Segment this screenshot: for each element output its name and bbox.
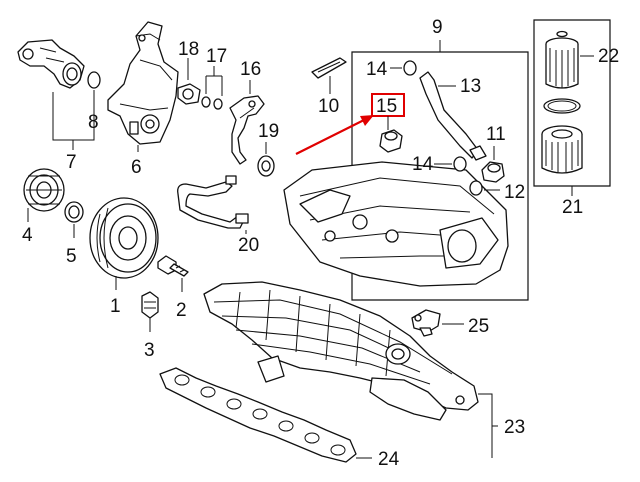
- crankshaft-pulley-part-1: [89, 197, 159, 279]
- leader-23: [478, 393, 498, 458]
- idler-pulley-part-4: [23, 168, 65, 212]
- callout-16: 16: [240, 59, 261, 80]
- callout-18: 18: [178, 39, 199, 60]
- callout-7: 7: [66, 152, 77, 173]
- callout-2: 2: [176, 300, 187, 321]
- bolt-part-3: [141, 291, 159, 319]
- drain-plug-part-15: [379, 129, 403, 153]
- hose-part-20: [177, 175, 249, 229]
- o-ring-17b: [213, 98, 223, 110]
- oil-pan-part: [283, 161, 509, 287]
- intake-manifold-part-23: [203, 281, 479, 421]
- callout-3: 3: [144, 340, 155, 361]
- sensor-part-25: [411, 309, 441, 337]
- pcv-tube-part-13: [419, 71, 487, 161]
- callout-15: 15: [376, 96, 397, 117]
- callout-20: 20: [238, 235, 259, 256]
- callout-13: 13: [460, 76, 481, 97]
- o-ring-17a: [201, 96, 211, 108]
- highlight-arrow: [295, 117, 369, 155]
- water-outlet-part: [17, 39, 85, 89]
- highlight-arrowhead: [360, 115, 374, 126]
- callout-14a: 14: [366, 59, 388, 80]
- leader-7: [52, 92, 95, 150]
- callout-4: 4: [22, 225, 33, 246]
- callout-22: 22: [598, 46, 619, 67]
- seal-part-19: [257, 155, 275, 177]
- callout-5: 5: [66, 246, 77, 267]
- bracket-part-16: [229, 95, 265, 165]
- callout-1: 1: [110, 296, 121, 317]
- callout-17: 17: [206, 46, 227, 67]
- o-ring-part: [87, 71, 101, 89]
- callout-25: 25: [468, 316, 489, 337]
- timing-cover-part: [107, 21, 179, 145]
- callout-19: 19: [258, 121, 279, 142]
- callout-23: 23: [504, 417, 525, 438]
- oil-filter-element-part-22: [545, 30, 579, 89]
- callout-9: 9: [432, 17, 443, 38]
- callout-11: 11: [486, 124, 506, 145]
- group-box-21: [533, 19, 611, 187]
- tube-part-10: [311, 57, 347, 79]
- leader-17: [205, 66, 223, 96]
- callout-6: 6: [131, 157, 142, 178]
- washer-part-5: [64, 201, 84, 223]
- callout-24: 24: [378, 449, 400, 470]
- callout-10: 10: [318, 96, 339, 117]
- sensor-part-18: [177, 83, 201, 105]
- callout-12: 12: [504, 182, 525, 203]
- plug-part-11: [481, 161, 505, 183]
- bolt-part-2: [157, 255, 189, 277]
- callout-8: 8: [88, 112, 99, 133]
- washer-part-12: [469, 180, 483, 196]
- oil-filter-housing-cap: [541, 125, 583, 174]
- intake-gasket-part-24: [159, 367, 357, 463]
- callout-14b: 14: [412, 154, 434, 175]
- callout-21: 21: [562, 197, 583, 218]
- o-ring-14a: [403, 60, 417, 76]
- o-ring-14b: [453, 156, 467, 172]
